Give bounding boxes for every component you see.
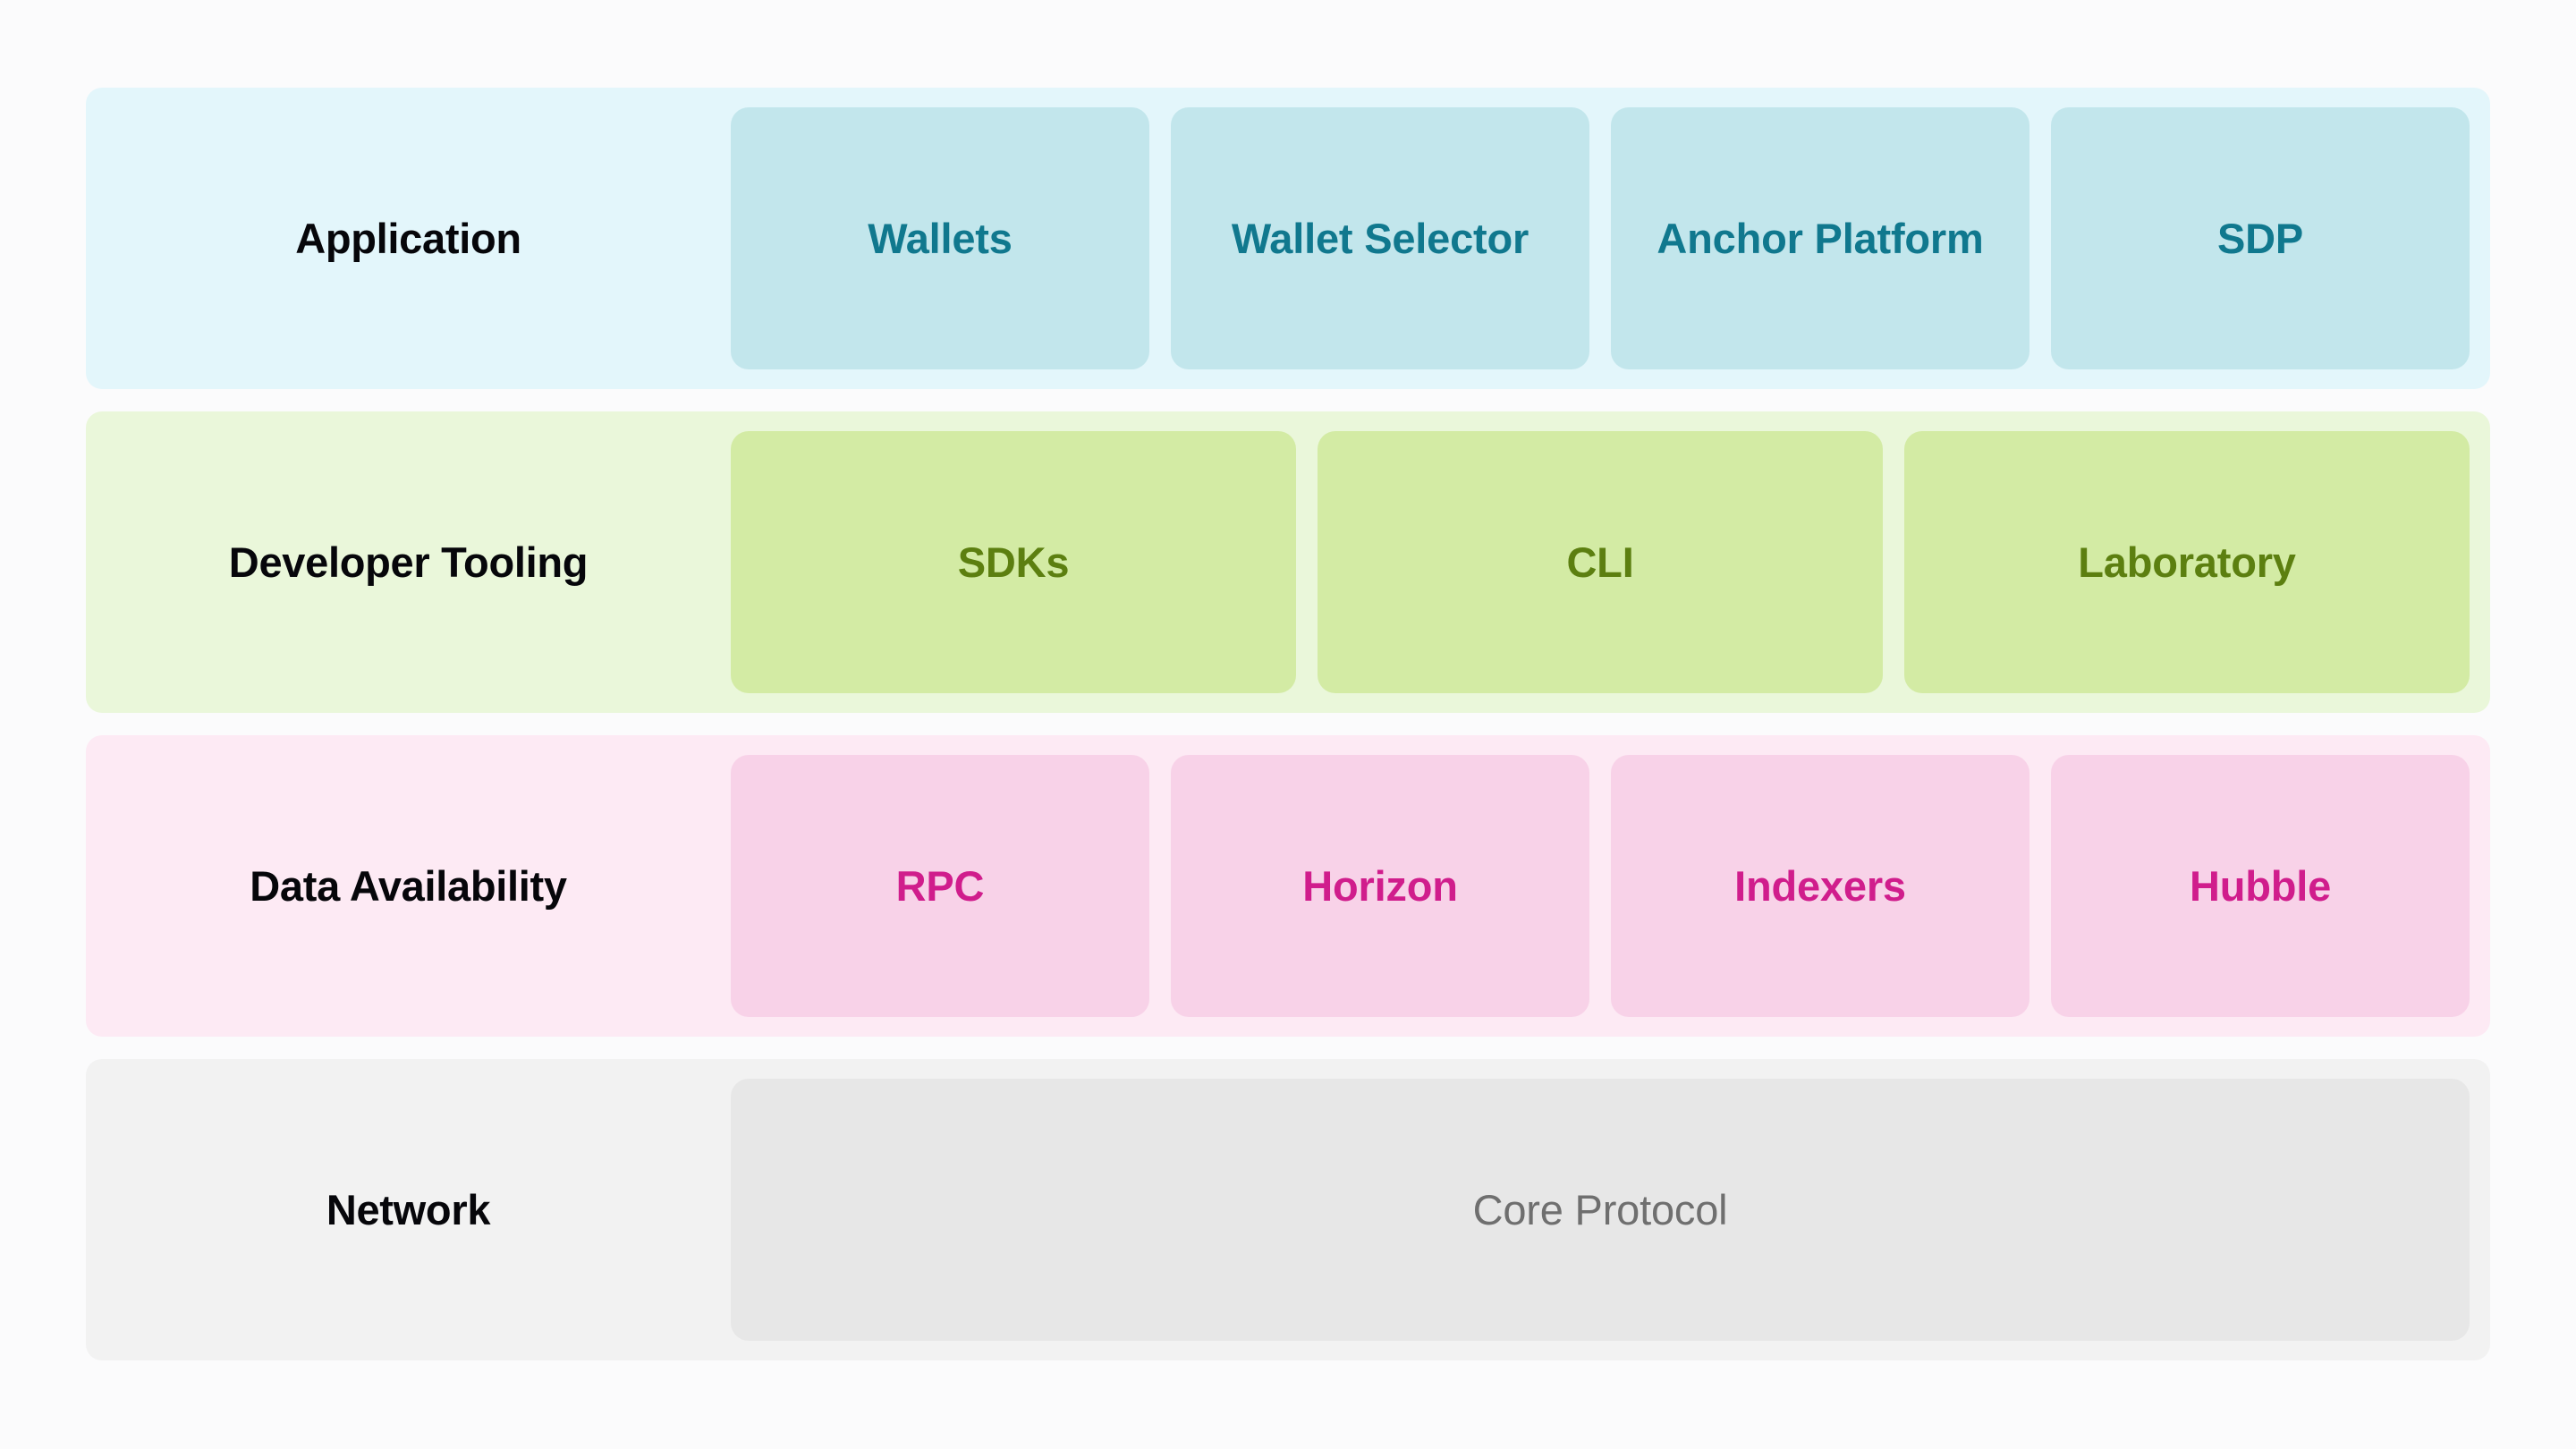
layer-label-cell-data-availability: Data Availability — [86, 735, 731, 1037]
layer-label: Developer Tooling — [228, 538, 589, 586]
layer-label: Data Availability — [250, 862, 567, 910]
layer-row-developer-tooling: Developer Tooling SDKs CLI Laboratory — [86, 411, 2490, 713]
chip-indexers[interactable]: Indexers — [1611, 755, 2029, 1017]
chip-label: Laboratory — [2078, 538, 2296, 586]
chip-wallet-selector[interactable]: Wallet Selector — [1171, 107, 1589, 369]
chip-label: CLI — [1566, 538, 1634, 586]
chip-label: Hubble — [2189, 862, 2332, 910]
chip-label: Anchor Platform — [1657, 215, 1984, 262]
layer-chip-group-application: Wallets Wallet Selector Anchor Platform … — [731, 88, 2490, 389]
layer-row-data-availability: Data Availability RPC Horizon Indexers H… — [86, 735, 2490, 1037]
chip-label: Indexers — [1734, 862, 1906, 910]
chip-anchor-platform[interactable]: Anchor Platform — [1611, 107, 2029, 369]
layer-label-cell-network: Network — [86, 1059, 731, 1360]
layer-label: Network — [326, 1186, 491, 1233]
chip-laboratory[interactable]: Laboratory — [1904, 431, 2470, 693]
layer-chip-group-data-availability: RPC Horizon Indexers Hubble — [731, 735, 2490, 1037]
chip-sdks[interactable]: SDKs — [731, 431, 1296, 693]
layer-chip-group-developer-tooling: SDKs CLI Laboratory — [731, 411, 2490, 713]
chip-core-protocol[interactable]: Core Protocol — [731, 1079, 2470, 1341]
layer-label: Application — [295, 215, 521, 262]
chip-rpc[interactable]: RPC — [731, 755, 1149, 1017]
chip-label: SDKs — [957, 538, 1070, 586]
layer-label-cell-developer-tooling: Developer Tooling — [86, 411, 731, 713]
chip-label: RPC — [895, 862, 985, 910]
layered-architecture-diagram: Application Wallets Wallet Selector Anch… — [86, 88, 2490, 1360]
chip-label: Horizon — [1302, 862, 1458, 910]
layer-row-application: Application Wallets Wallet Selector Anch… — [86, 88, 2490, 389]
chip-sdp[interactable]: SDP — [2051, 107, 2470, 369]
chip-label: Core Protocol — [1472, 1186, 1728, 1233]
chip-horizon[interactable]: Horizon — [1171, 755, 1589, 1017]
layer-row-network: Network Core Protocol — [86, 1059, 2490, 1360]
chip-label: Wallets — [868, 215, 1013, 262]
chip-label: SDP — [2216, 215, 2304, 262]
chip-wallets[interactable]: Wallets — [731, 107, 1149, 369]
chip-label: Wallet Selector — [1231, 215, 1530, 262]
chip-hubble[interactable]: Hubble — [2051, 755, 2470, 1017]
layer-label-cell-application: Application — [86, 88, 731, 389]
chip-cli[interactable]: CLI — [1318, 431, 1883, 693]
layer-chip-group-network: Core Protocol — [731, 1059, 2490, 1360]
